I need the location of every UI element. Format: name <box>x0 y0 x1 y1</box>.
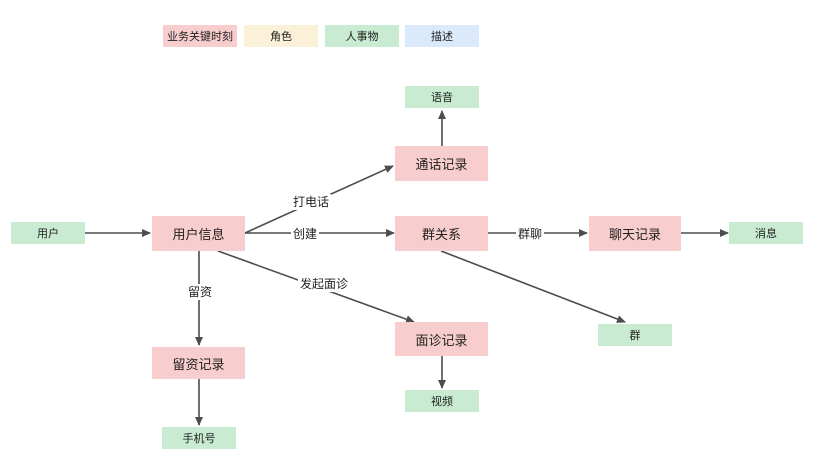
edge-label-retain: 留资 <box>186 284 215 300</box>
node-message: 消息 <box>729 222 803 244</box>
legend-role: 角色 <box>244 25 318 47</box>
edge-label-call: 打电话 <box>291 194 332 210</box>
node-phone: 手机号 <box>162 427 236 449</box>
edge-group-relation-to-group <box>440 250 626 323</box>
node-user-info: 用户信息 <box>152 216 245 251</box>
node-group-relation: 群关系 <box>395 216 488 251</box>
edge-label-group-chat: 群聊 <box>516 226 545 242</box>
edge-label-start-consult: 发起面诊 <box>298 276 351 292</box>
legend-description: 描述 <box>405 25 479 47</box>
node-call-record: 通话记录 <box>395 146 488 181</box>
node-voice: 语音 <box>405 86 479 108</box>
legend-key-moment: 业务关键时刻 <box>163 25 237 47</box>
legend-entity: 人事物 <box>325 25 399 47</box>
node-video: 视频 <box>405 390 479 412</box>
node-consult-record: 面诊记录 <box>395 322 488 356</box>
node-user: 用户 <box>11 222 85 244</box>
node-group: 群 <box>598 324 672 346</box>
node-chat-record: 聊天记录 <box>589 216 681 251</box>
node-retain-record: 留资记录 <box>152 347 245 379</box>
edge-label-create: 创建 <box>291 226 320 242</box>
